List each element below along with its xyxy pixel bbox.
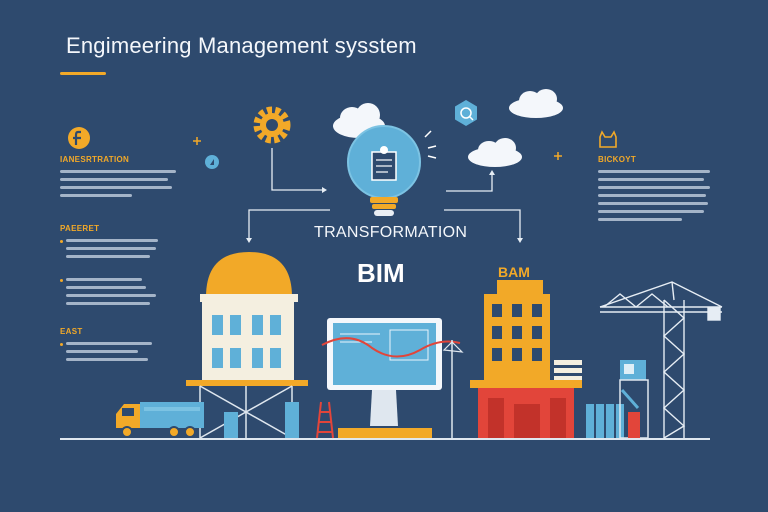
title-underline: [60, 72, 106, 75]
truck-icon: [116, 402, 204, 438]
f-circle-icon: [68, 127, 90, 149]
text-line: [598, 170, 710, 173]
cloud-icon: [468, 138, 522, 167]
equipment-box: [285, 402, 299, 438]
hexagon-icon: [455, 100, 477, 126]
gear-icon: [253, 106, 291, 144]
text-line: [66, 255, 150, 258]
stacked-panels: [554, 360, 582, 380]
text-line: [598, 194, 706, 197]
page-title: Engimeering Management sysstem: [66, 33, 417, 58]
text-line: [598, 210, 704, 213]
text-line: [66, 247, 156, 250]
text-line: [598, 186, 710, 189]
transformation-label: TRANSFORMATION: [314, 224, 468, 241]
text-line: [598, 178, 704, 181]
text-line: [60, 186, 172, 189]
tower-crane: [599, 281, 723, 439]
domed-building: [186, 252, 308, 439]
equipment-box: [224, 412, 238, 438]
section-heading: IANESRTRATION: [60, 155, 130, 164]
text-line: [60, 194, 132, 197]
sparkle-icon: [193, 137, 562, 160]
bullet-icon: [60, 343, 63, 346]
ladder-icon: [316, 401, 334, 439]
text-line: [66, 350, 138, 353]
text-line: [66, 239, 158, 242]
text-line: [60, 170, 176, 173]
section-heading: PAEERET: [60, 224, 100, 233]
bullet-icon: [60, 279, 63, 282]
leaf-badge-icon: [205, 155, 219, 169]
cat-outline-icon: [599, 130, 617, 148]
text-line: [66, 342, 152, 345]
text-line: [60, 178, 168, 181]
bim-monitor: [321, 318, 464, 438]
text-line: [66, 302, 150, 305]
section-heading: BICKOYT: [598, 155, 637, 164]
text-line: [66, 286, 146, 289]
control-cabinet: [619, 360, 649, 439]
lightbulb-icon: [347, 125, 437, 216]
bim-label: BIM: [357, 258, 405, 288]
section-heading: EAST: [60, 327, 83, 336]
storage-tanks: [586, 404, 624, 438]
text-line: [66, 278, 142, 281]
text-line: [66, 358, 148, 361]
text-line: [598, 202, 708, 205]
flow-arrows: [246, 148, 523, 243]
text-line: [598, 218, 682, 221]
text-line: [66, 294, 156, 297]
bam-building: [470, 280, 582, 438]
bullet-icon: [60, 240, 63, 243]
cloud-icon: [509, 89, 563, 118]
bam-label: BAM: [498, 264, 530, 280]
